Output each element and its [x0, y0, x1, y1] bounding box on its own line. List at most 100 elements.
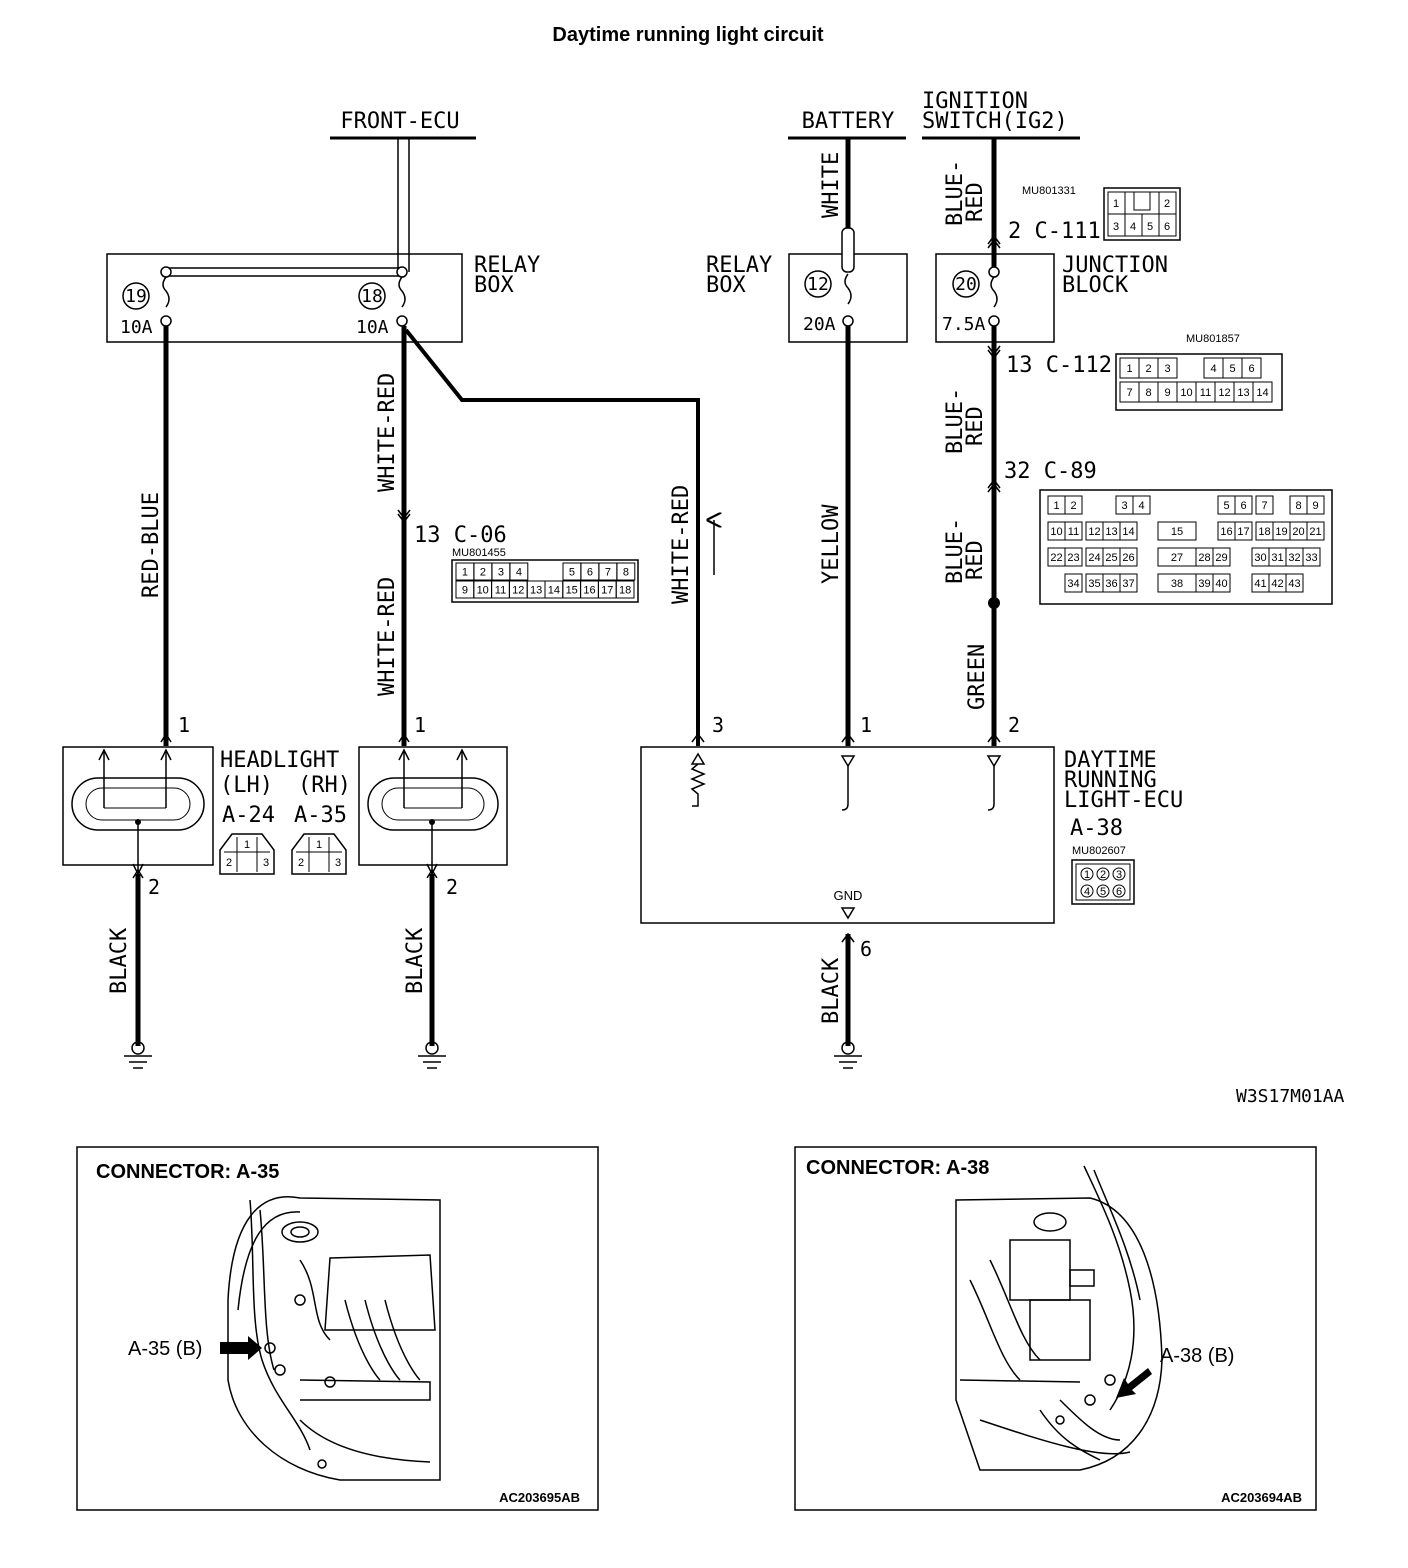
- c06-pin-4: 4: [516, 567, 522, 579]
- c89-pin-7-cell: [1255, 495, 1274, 515]
- c89-pin-24: 24: [1088, 552, 1100, 564]
- wire-blue-red-low-2: RED: [963, 540, 988, 580]
- c89-pin-27: 27: [1171, 552, 1183, 564]
- c112-pin-2: 2: [1145, 363, 1151, 375]
- c89-pin-21-cell: [1306, 521, 1325, 541]
- c89-pin-1: 1: [1053, 500, 1059, 512]
- c89-pin-4-cell: [1132, 495, 1151, 515]
- wire-black-ecu: BLACK: [819, 957, 844, 1024]
- wire-white-red-lower: WHITE-RED: [375, 577, 400, 696]
- c89-pin-11: 11: [1068, 526, 1079, 538]
- c06-pin-2: 2: [480, 567, 486, 579]
- hl-rh-conn-pin-3: 3: [335, 857, 341, 869]
- wire-white-red-ecu: WHITE-RED: [669, 485, 694, 604]
- wire-blue-red-low-1: BLUE-: [943, 518, 968, 584]
- hl-rh-conn-pin-1: 1: [316, 839, 322, 851]
- c89-pin-25: 25: [1105, 552, 1117, 564]
- c112-pin-12: 12: [1218, 387, 1230, 399]
- connector-c111: 2 C-111 MU801331 1 2 3 4 5 6: [1008, 185, 1181, 244]
- c89-pin-9: 9: [1312, 500, 1318, 512]
- c89-pin-43: 43: [1288, 578, 1300, 590]
- c06-pin-8-cell: [616, 562, 636, 581]
- c06-pin-14: 14: [548, 585, 560, 597]
- c89-pin-40-cell: [1212, 573, 1231, 593]
- c111-pin-2: 2: [1164, 198, 1170, 210]
- c89-pin-4: 4: [1138, 500, 1144, 512]
- headlight-rh-connector-icon: 1 2 3: [291, 833, 347, 875]
- relay-box-left-label-2: BOX: [474, 273, 514, 298]
- junction-block-label-2: BLOCK: [1062, 273, 1129, 298]
- c89-pin-29-cell: [1212, 547, 1231, 567]
- c112-pin-13: 13: [1237, 387, 1249, 399]
- figure-code: W3S17M01AA: [1236, 1086, 1345, 1107]
- c06-pin-18-cell: [615, 580, 635, 599]
- connector-a38-icon: 1 2 3 4 5 6: [1071, 859, 1135, 905]
- c112-part: MU801857: [1186, 333, 1240, 345]
- arrow-right-icon: [220, 1336, 262, 1360]
- c06-pin-18: 18: [619, 585, 631, 597]
- ground-symbol-lh: [124, 1041, 152, 1069]
- c111-pin-5: 5: [1147, 221, 1153, 233]
- c89-pin-26-cell: [1119, 547, 1138, 567]
- c89-pin-43-cell: [1285, 573, 1304, 593]
- c89-pin-35: 35: [1088, 578, 1100, 590]
- c89-pin-23-cell: [1064, 547, 1083, 567]
- c89-pin-33: 33: [1305, 552, 1317, 564]
- wire-blue-red-top-2: RED: [963, 182, 988, 222]
- c112-label: 13 C-112: [1006, 353, 1112, 378]
- drl-ecu-label-1: DAYTIME: [1064, 748, 1157, 773]
- c89-pin-18: 18: [1258, 526, 1270, 538]
- fuse-20-number: 20: [955, 274, 977, 295]
- a38-pin-3: 3: [1116, 869, 1122, 881]
- panel-a35-title: CONNECTOR: A-35: [96, 1161, 279, 1183]
- c111-pin-3: 3: [1113, 221, 1119, 233]
- headlight-rh-label: (RH): [298, 773, 351, 798]
- c06-pin-11: 11: [495, 585, 506, 597]
- hl-rh-conn-pin-2: 2: [298, 857, 304, 869]
- c112-pin-4: 4: [1210, 363, 1216, 375]
- c89-pin-5: 5: [1223, 500, 1229, 512]
- headlight-lh-connector-icon: 1 2 3: [219, 833, 275, 875]
- c89-pin-30: 30: [1254, 552, 1266, 564]
- c89-pin-13: 13: [1105, 526, 1117, 538]
- c06-pin-1: 1: [462, 567, 468, 579]
- front-ecu-label: FRONT-ECU: [340, 109, 459, 134]
- headlight-rh: [358, 732, 508, 876]
- c111-part: MU801331: [1022, 185, 1076, 197]
- c89-pin-41: 41: [1254, 578, 1266, 590]
- c89-pin-8: 8: [1295, 500, 1301, 512]
- relay-box-mid-label-1: RELAY: [706, 253, 772, 278]
- c112-pin-6: 6: [1248, 363, 1254, 375]
- c06-pin-15: 15: [566, 585, 578, 597]
- c89-pin-21: 21: [1309, 526, 1321, 538]
- c89-pin-3: 3: [1121, 500, 1127, 512]
- c112-pin-3: 3: [1164, 363, 1170, 375]
- c89-pin-17-cell: [1234, 521, 1253, 541]
- c89-pin-39: 39: [1198, 578, 1210, 590]
- c06-pin-9: 9: [462, 585, 468, 597]
- a38-pin-2: 2: [1100, 869, 1106, 881]
- headlight-lh-label: (LH): [220, 773, 273, 798]
- c112-pin-8: 8: [1145, 387, 1151, 399]
- connector-panel-a38: CONNECTOR: A-38 A-38 (B) AC203694AB: [794, 1146, 1317, 1511]
- fuse-12-number: 12: [807, 274, 829, 295]
- fuse-19-amp: 10A: [120, 317, 153, 338]
- battery-source: BATTERY: [788, 109, 906, 140]
- wire-blue-red-mid-1: BLUE-: [943, 388, 968, 454]
- relay-box-left: 19 18 10A 10A RELAY BOX: [106, 253, 540, 343]
- arrow-down-left-icon: [1116, 1368, 1152, 1398]
- c89-pin-14-cell: [1119, 521, 1138, 541]
- headlight-lh-code: A-24: [222, 803, 275, 828]
- c111-pin-6: 6: [1164, 221, 1170, 233]
- c06-pin-16: 16: [583, 585, 595, 597]
- fuse-18-number: 18: [361, 286, 383, 307]
- c06-pin-6: 6: [587, 567, 593, 579]
- connector-panel-a35: CONNECTOR: A-35 A-35 (B) AC203695AB: [76, 1146, 599, 1511]
- fuse-12-amp: 20A: [803, 314, 836, 335]
- c89-pin-23: 23: [1067, 552, 1079, 564]
- c89-pin-6-cell: [1234, 495, 1253, 515]
